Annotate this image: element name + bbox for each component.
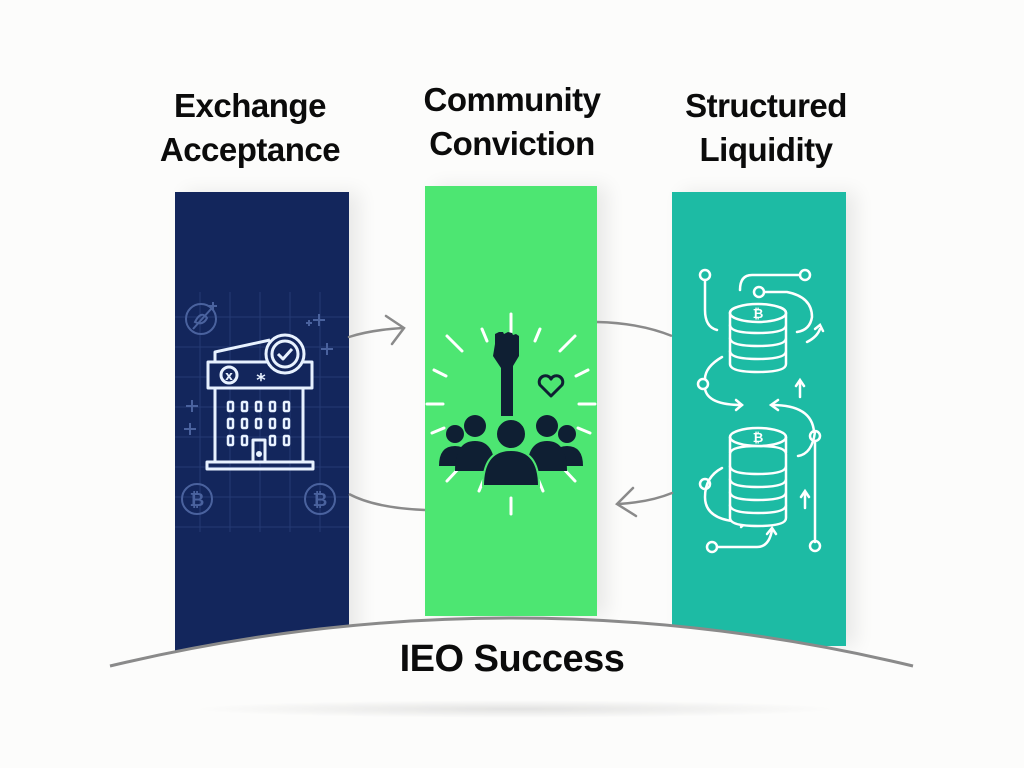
- heading-line: Liquidity: [699, 131, 833, 168]
- svg-text:₿: ₿: [753, 307, 764, 322]
- heading-line: Structured: [685, 87, 847, 124]
- svg-text:₿: ₿: [313, 490, 328, 511]
- bitcoin-coin-icon: ₿ ₿: [181, 483, 336, 515]
- raised-fist-crowd-heart-icon: [439, 332, 583, 487]
- heading-community-conviction: Community Conviction: [382, 78, 642, 166]
- svg-text:₿: ₿: [190, 490, 205, 511]
- plus-sparkle-icon: [184, 314, 333, 435]
- pillar-community-conviction: [425, 186, 597, 616]
- coin-stacks-flow-icon: ₿ ₿: [728, 302, 788, 528]
- pillar-exchange-acceptance: ₿ ₿ x *: [175, 192, 349, 662]
- connector-exchange-to-community: [347, 314, 406, 346]
- radiating-rays: [425, 312, 597, 516]
- pillar-structured-liquidity: ₿ ₿: [672, 192, 846, 646]
- svg-text:*: *: [256, 370, 266, 391]
- arrow-right-icon: [384, 314, 406, 346]
- heading-structured-liquidity: Structured Liquidity: [636, 84, 896, 172]
- ieo-success-label: IEO Success: [399, 638, 625, 680]
- heading-line: Community: [423, 81, 602, 118]
- svg-text:₿: ₿: [753, 431, 764, 446]
- connector-community-loop-left: [348, 492, 426, 512]
- connector-liquidity-loop-top: [596, 320, 673, 338]
- base-shadow: [190, 700, 840, 718]
- heading-line: Exchange: [174, 87, 326, 124]
- crossed-coin-icon: [185, 302, 217, 335]
- grid-lines: [175, 292, 349, 532]
- circuit-flow-arrows: [696, 268, 825, 554]
- exchange-building-check-icon: x *: [205, 333, 315, 471]
- svg-text:x: x: [225, 369, 233, 383]
- heading-line: Acceptance: [159, 131, 341, 168]
- heading-line: Conviction: [429, 125, 595, 162]
- connector-liquidity-to-community: [615, 486, 674, 518]
- arrow-left-icon: [615, 486, 638, 518]
- heading-exchange-acceptance: Exchange Acceptance: [120, 84, 380, 172]
